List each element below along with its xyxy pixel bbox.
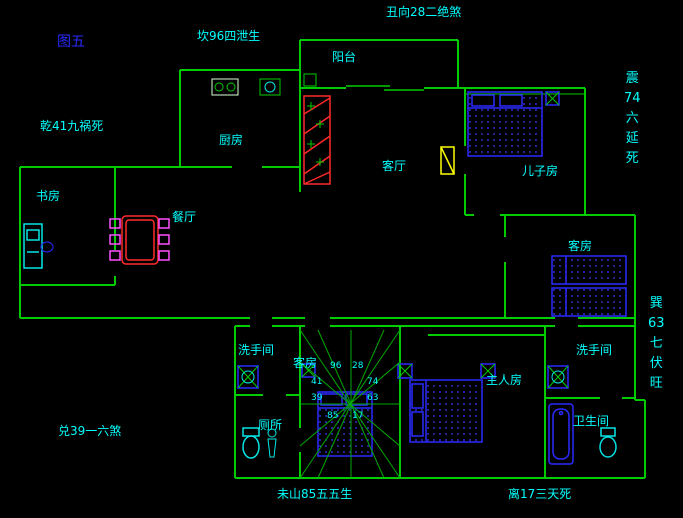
room-label-kitchen: 厨房 [219,133,244,147]
washbasin-left [237,365,259,389]
annotation-xun-column: 巽 63 七 伏 旺 [648,297,665,390]
compass-star [299,329,401,479]
bathtub [548,403,574,465]
compass-number-85: 85 [327,411,339,421]
annotation-zhen-char: 死 [625,151,639,166]
annotation-xun-char: 巽 [649,296,663,311]
room-label-living: 客厅 [382,159,407,173]
annotation-xun-char: 七 [649,336,663,351]
annotation-xun-char: 伏 [649,356,663,371]
annotation-xun-char: 63 [648,316,665,331]
dining-chairs [109,218,170,261]
study-desk [23,223,43,269]
room-label-washroom-left: 洗手间 [238,343,275,357]
walls [19,39,646,479]
compass-number-63: 63 [367,393,379,403]
room-label-toilet: 厕所 [258,418,283,432]
toilet-right [599,427,617,458]
annotation-zhen-char: 六 [625,111,639,126]
figure-label: 图五 [57,34,85,50]
annotation-xun-char: 旺 [649,376,663,391]
son-bed [467,91,560,157]
room-label-washroom-right: 洗手间 [576,343,613,357]
door-yellow [440,146,455,175]
room-label-bathroom: 卫生间 [573,414,610,428]
compass-number-96: 96 [330,361,342,371]
son-nightstand-x [545,91,560,106]
compass-number-17: 17 [352,411,364,421]
annotation-zhen-char: 74 [624,91,641,106]
room-label-master: 主人房 [486,373,523,387]
stove [211,78,239,96]
annotation-zhen-char: 延 [625,131,639,146]
column-marker [301,363,316,378]
room-label-son: 儿子房 [522,164,559,178]
annotation-qian: 乾41九祸死 [40,119,104,133]
washbasin-right [547,365,569,389]
room-label-dining: 餐厅 [172,210,197,224]
compass-number-41: 41 [311,377,323,387]
master-nightstand-x [397,363,496,379]
pedestal-basin [267,428,277,458]
annotation-kan: 坎96四泄生 [197,29,261,43]
room-label-guest-center: 客房 [293,356,318,370]
dining-table [121,215,159,265]
room-label-guest-right: 客房 [568,239,593,253]
compass-number-74: 74 [367,377,379,387]
guest-beds [551,255,627,317]
room-label-study: 书房 [36,189,61,203]
compass-number-39: 39 [311,393,323,403]
master-bed [397,363,496,443]
annotation-chou-xiang: 丑向28二绝煞 [386,5,462,19]
annotation-zhen-column: 震 74 六 延 死 [624,72,641,165]
compass-number-28: 28 [352,361,364,371]
annotation-zhen-char: 震 [625,71,639,86]
sofa [303,95,331,185]
room-label-balcony: 阳台 [332,50,357,64]
sofa-plants [307,102,324,166]
annotation-dui: 兑39一六煞 [58,424,122,438]
annotation-li: 离17三天死 [508,487,572,501]
kitchen-sink [259,78,281,96]
toilet-left [242,427,260,459]
annotation-wei-shan: 未山85五五生 [277,487,353,501]
study-chair [40,241,54,253]
